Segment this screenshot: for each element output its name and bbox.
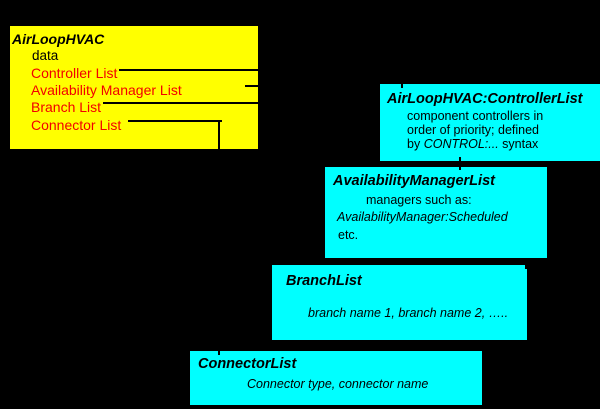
availability-manager-list-box: AvailabilityManagerList managers such as…	[325, 167, 547, 258]
controller-list-box-body-3: by CONTROL:... syntax	[407, 137, 538, 151]
availability-manager-connector-tick	[459, 167, 461, 170]
field-availability-manager-list: Availability Manager List	[31, 82, 182, 98]
field-branch-list: Branch List	[31, 99, 102, 115]
airloophvac-box-title: AirLoopHVAC	[12, 31, 105, 47]
availability-manager-list-box-body-1: managers such as:	[366, 193, 472, 207]
branch-list-box-body: branch name 1, branch name 2, …..	[308, 306, 509, 320]
connector-list-connector-tick	[218, 351, 220, 355]
availability-manager-list-box-body-2: AvailabilityManager:Scheduled	[337, 210, 508, 224]
controller-list-box-title: AirLoopHVAC:ControllerList	[387, 91, 583, 107]
airloophvac-box: AirLoopHVAC data Controller List Availab…	[8, 24, 260, 151]
body-3-suffix: syntax	[498, 137, 539, 151]
availability-manager-list-box-body-3: etc.	[338, 228, 359, 242]
branch-list-connector-tick	[525, 265, 527, 269]
field-controller-list: Controller List	[31, 65, 118, 81]
availability-manager-connector-h	[245, 85, 461, 87]
connector-list-box-title: ConnectorList	[198, 356, 297, 372]
controller-list-box-body-2: order of priority; defined	[407, 123, 540, 137]
data-label: data	[32, 48, 59, 63]
controller-list-connector-v	[401, 69, 403, 88]
branch-list-box: BranchList branch name 1, branch name 2,…	[272, 265, 527, 340]
body-3-prefix: by	[407, 137, 424, 151]
controller-list-box-body-1: component controllers in	[407, 109, 544, 123]
controller-list-connector-h	[119, 69, 403, 71]
availability-manager-connector-tick-top	[459, 157, 461, 161]
connector-list-connector-v	[218, 120, 220, 354]
body-3-syntax-ref: CONTROL:...	[423, 137, 499, 151]
branch-list-box-title: BranchList	[286, 273, 362, 289]
controller-list-connector-tick	[401, 84, 403, 88]
connector-list-connector-h	[128, 120, 222, 122]
controller-list-box: AirLoopHVAC:ControllerList component con…	[380, 84, 600, 161]
connector-list-box: ConnectorList Connector type, connector …	[190, 351, 482, 405]
field-connector-list: Connector List	[31, 117, 122, 133]
branch-list-connector-h	[103, 102, 527, 104]
connector-list-box-body: Connector type, connector name	[247, 377, 429, 391]
availability-manager-list-box-title: AvailabilityManagerList	[333, 173, 495, 189]
